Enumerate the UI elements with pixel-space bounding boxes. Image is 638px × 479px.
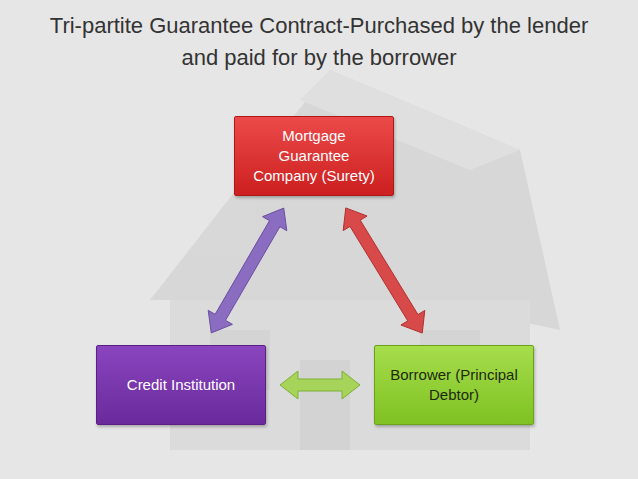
box-label: Mortgage Guarantee Company (Surety) bbox=[245, 126, 383, 186]
double-arrow bbox=[280, 371, 360, 399]
double-arrow bbox=[343, 208, 425, 333]
box-label: Borrower (Principal Debtor) bbox=[385, 365, 523, 405]
box-label: Credit Institution bbox=[127, 375, 235, 395]
process-box: Borrower (Principal Debtor) bbox=[374, 345, 534, 425]
diagram-title: Tri-partite Guarantee Contract-Purchased… bbox=[29, 10, 609, 74]
double-arrow bbox=[208, 208, 287, 333]
process-box: Credit Institution bbox=[96, 345, 266, 425]
process-box: Mortgage Guarantee Company (Surety) bbox=[234, 116, 394, 196]
